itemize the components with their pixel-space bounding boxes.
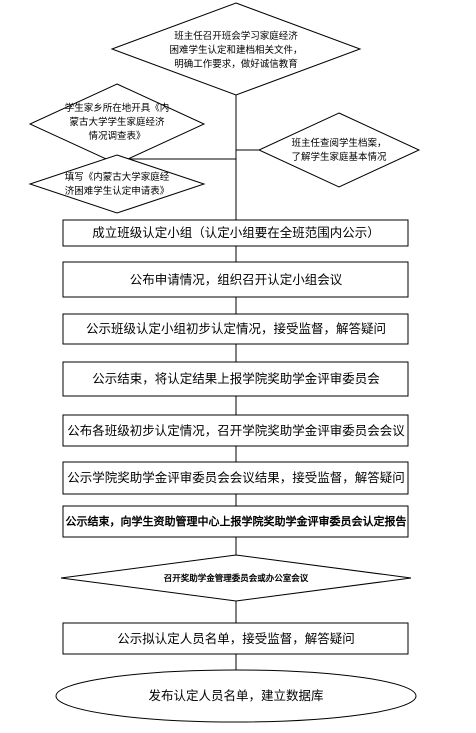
step-7-label: 公示结束，向学生资助管理中心上报学院奖助学金评审委员会认定报告 [66,514,407,528]
left-diamond-1-line-3: 情况调查表》 [88,130,145,142]
left-diamond-2-line-2: 济困难学生认定申请表》 [65,185,170,197]
step-box-7: 公示结束，向学生资助管理中心上报学院奖助学金评审委员会认定报告 [62,505,409,538]
step-box-3-shape [62,313,409,345]
right-diamond-line-1: 班主任查阅学生档案， [291,137,386,149]
right-diamond-shape [257,112,421,188]
right-diamond-line-2: 了解学生家庭基本情况 [291,151,387,163]
step-box-4: 公示结束，将认定结果上报学院奖助学金评审委员会 [62,361,409,397]
step-6-label: 公示学院奖助学金评审委员会会议结果，接受监督，解答疑问 [67,470,405,485]
connectors [117,95,259,670]
step-3-label: 公示班级认定小组初步认定情况，接受监督，解答疑问 [86,321,386,336]
step-box-7-shape [62,505,409,538]
step-4-label: 公示结束，将认定结果上报学院奖助学金评审委员会 [92,371,380,386]
final-ellipse: 发布认定人员名单，建立数据库 [55,669,417,723]
step-box-2-shape [62,261,409,298]
meeting-diamond-shape [60,554,412,602]
left-diamond-2: 填写《内蒙古大学家庭经 济困难学生认定申请表》 [28,154,206,214]
step-box-1-shape [62,219,409,247]
step-box-1: 成立班级认定小组（认定小组要在全班范围内公示） [62,219,409,247]
left-diamond-2-shape [28,154,206,214]
left-diamond-2-line-1: 填写《内蒙古大学家庭经 [65,171,170,183]
left-diamond-1-line-2: 蒙古大学学生家庭经济 [69,116,165,128]
top-diamond-line-3: 明确工作要求，做好诚信教育 [174,58,298,70]
top-diamond-shape [110,2,362,96]
step-box-2: 公布申请情况，组织召开认定小组会议 [62,261,409,298]
meeting-diamond: 召开奖助学金管理委员会或办公室会议 [60,554,412,602]
step-box-8: 公示拟认定人员名单，接受监督，解答疑问 [62,622,409,655]
step-8-label: 公示拟认定人员名单，接受监督，解答疑问 [117,631,355,646]
left-diamond-1-line-1: 学生家乡所在地开具《内 [65,102,170,114]
step-box-4-shape [62,361,409,397]
step-box-6: 公示学院奖助学金评审委员会会议结果，接受监督，解答疑问 [62,461,409,495]
final-ellipse-label: 发布认定人员名单，建立数据库 [148,688,323,703]
step-box-5-shape [62,414,409,447]
step-5-label: 公布各班级初步认定情况，召开学院奖助学金评审委员会会议 [67,423,405,438]
top-diamond-line-2: 困难学生认定和建档相关文件， [169,44,302,56]
step-1-label: 成立班级认定小组（认定小组要在全班范围内公示） [92,225,380,240]
step-2-label: 公布申请情况，组织召开认定小组会议 [130,272,343,287]
meeting-diamond-label: 召开奖助学金管理委员会或办公室会议 [164,573,309,584]
step-box-8-shape [62,622,409,655]
step-box-6-shape [62,461,409,495]
top-diamond-line-1: 班主任召开班会学习家庭经济 [174,30,298,42]
step-box-5: 公布各班级初步认定情况，召开学院奖助学金评审委员会会议 [62,414,409,447]
final-ellipse-shape [55,669,417,723]
top-diamond: 班主任召开班会学习家庭经济 困难学生认定和建档相关文件， 明确工作要求，做好诚信… [110,2,362,96]
step-box-3: 公示班级认定小组初步认定情况，接受监督，解答疑问 [62,313,409,345]
right-diamond: 班主任查阅学生档案， 了解学生家庭基本情况 [257,112,421,188]
left-diamond-1: 学生家乡所在地开具《内 蒙古大学学生家庭经济 情况调查表》 [28,83,206,165]
